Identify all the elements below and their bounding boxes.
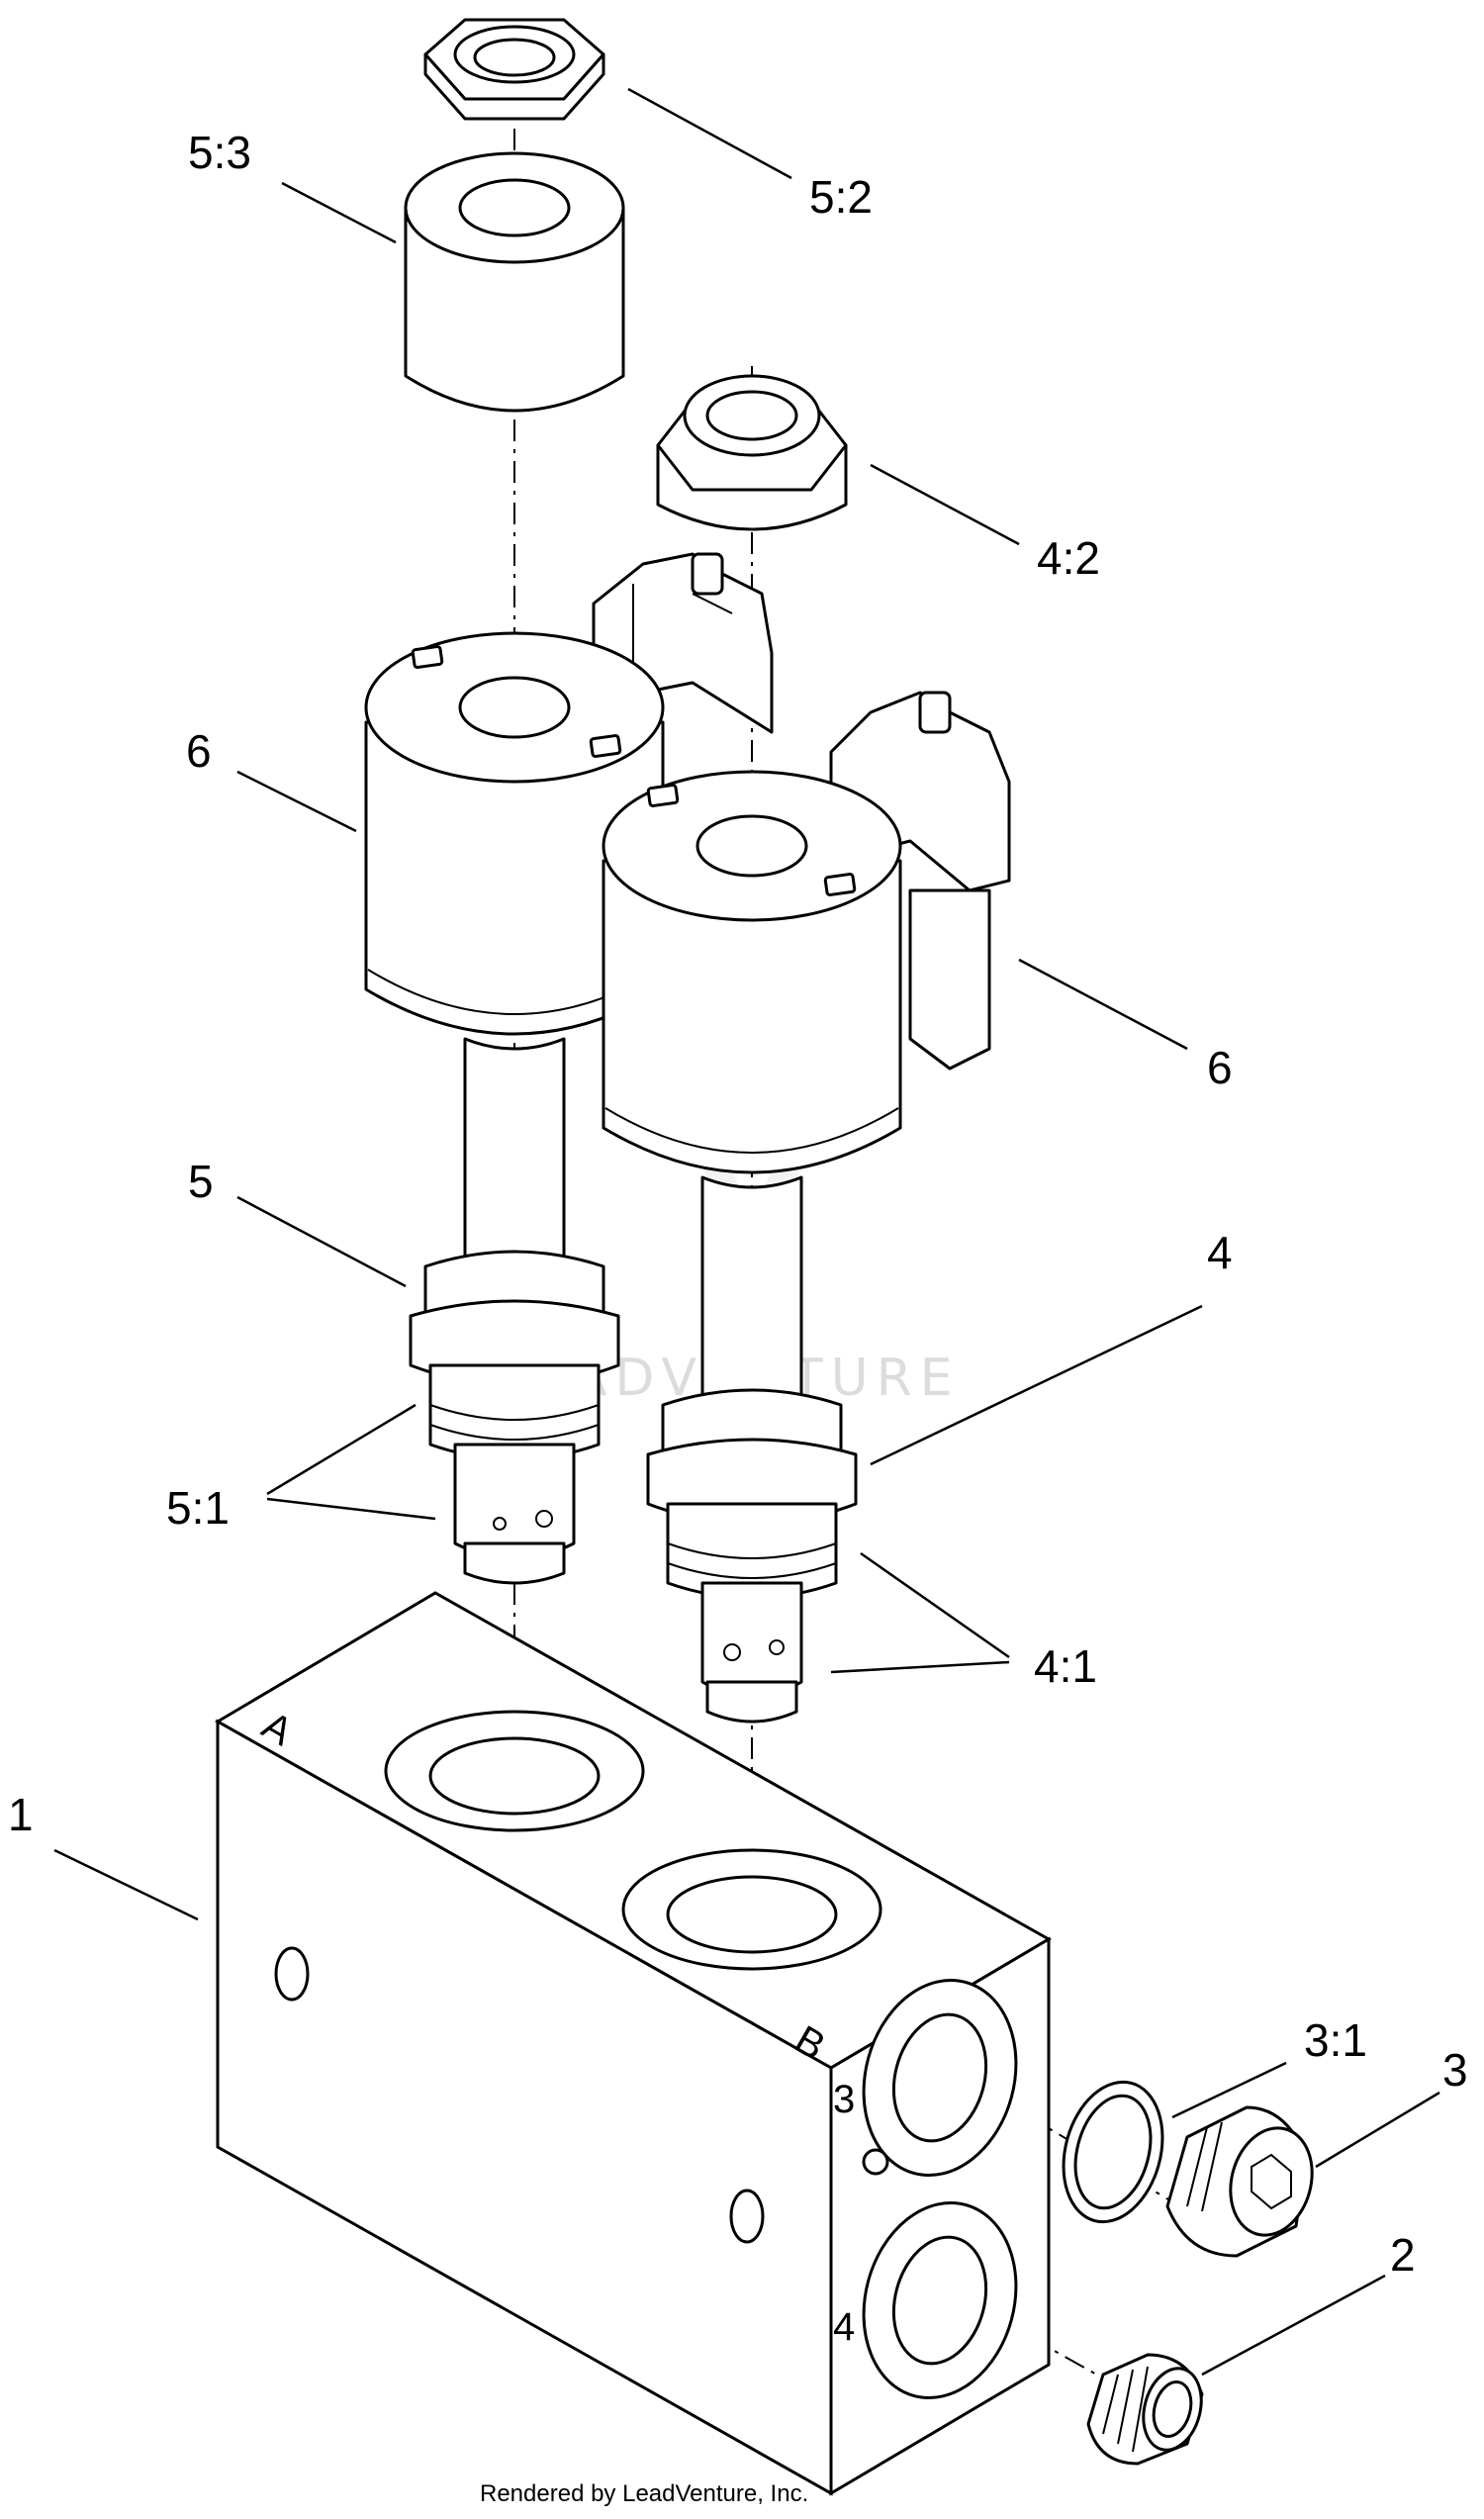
cartridge-5 bbox=[409, 1250, 620, 1585]
axis-port-3 bbox=[880, 2027, 1248, 2247]
callout-3-1: 3:1 bbox=[1304, 2014, 1367, 2066]
leader-5-2 bbox=[627, 87, 792, 180]
plug-2 bbox=[1086, 2353, 1204, 2466]
callout-5-1: 5:1 bbox=[166, 1482, 230, 1534]
leader-5 bbox=[236, 1195, 407, 1288]
spacer-5-3 bbox=[404, 151, 625, 413]
callout-6-left: 6 bbox=[186, 725, 212, 777]
leader-5-1a bbox=[266, 1403, 417, 1496]
leader-6-left bbox=[236, 770, 357, 833]
leader-4-2 bbox=[870, 463, 1020, 546]
o-ring-3-1 bbox=[1062, 2080, 1164, 2224]
callout-3: 3 bbox=[1442, 2044, 1468, 2096]
leader-3-1 bbox=[1171, 2061, 1287, 2119]
leader-2 bbox=[1201, 2274, 1386, 2377]
callout-5-2: 5:2 bbox=[809, 171, 873, 223]
footer-credit: Rendered by LeadVenture, Inc. bbox=[480, 2480, 808, 2507]
coil-6-left bbox=[364, 631, 665, 1278]
marking-port-4: 4 bbox=[833, 2305, 855, 2349]
callout-4: 4 bbox=[1207, 1227, 1233, 1278]
plug-3 bbox=[1165, 2105, 1314, 2258]
leader-1 bbox=[53, 1848, 199, 1921]
callout-5-3: 5:3 bbox=[188, 127, 251, 178]
callout-4-1: 4:1 bbox=[1034, 1640, 1097, 1692]
nut-5-2 bbox=[423, 18, 605, 121]
nut-4-2 bbox=[656, 374, 848, 531]
callout-5: 5 bbox=[188, 1156, 214, 1207]
callout-6-right: 6 bbox=[1207, 1042, 1233, 1093]
callout-2: 2 bbox=[1390, 2229, 1416, 2281]
manifold-block-1 bbox=[215, 1591, 1052, 2496]
callout-4-2: 4:2 bbox=[1037, 532, 1100, 584]
leader-5-3 bbox=[281, 181, 397, 244]
leader-6-right bbox=[1018, 958, 1188, 1051]
leader-5-1b bbox=[266, 1497, 436, 1521]
leader-4-1a bbox=[860, 1551, 1010, 1659]
callout-1: 1 bbox=[8, 1789, 34, 1840]
coil-6-right bbox=[602, 770, 902, 1417]
leader-4-1b bbox=[830, 1660, 1010, 1674]
marking-port-3: 3 bbox=[833, 2078, 855, 2121]
cartridge-4 bbox=[646, 1388, 858, 1724]
leader-4 bbox=[870, 1304, 1203, 1466]
leader-3 bbox=[1315, 2091, 1440, 2169]
